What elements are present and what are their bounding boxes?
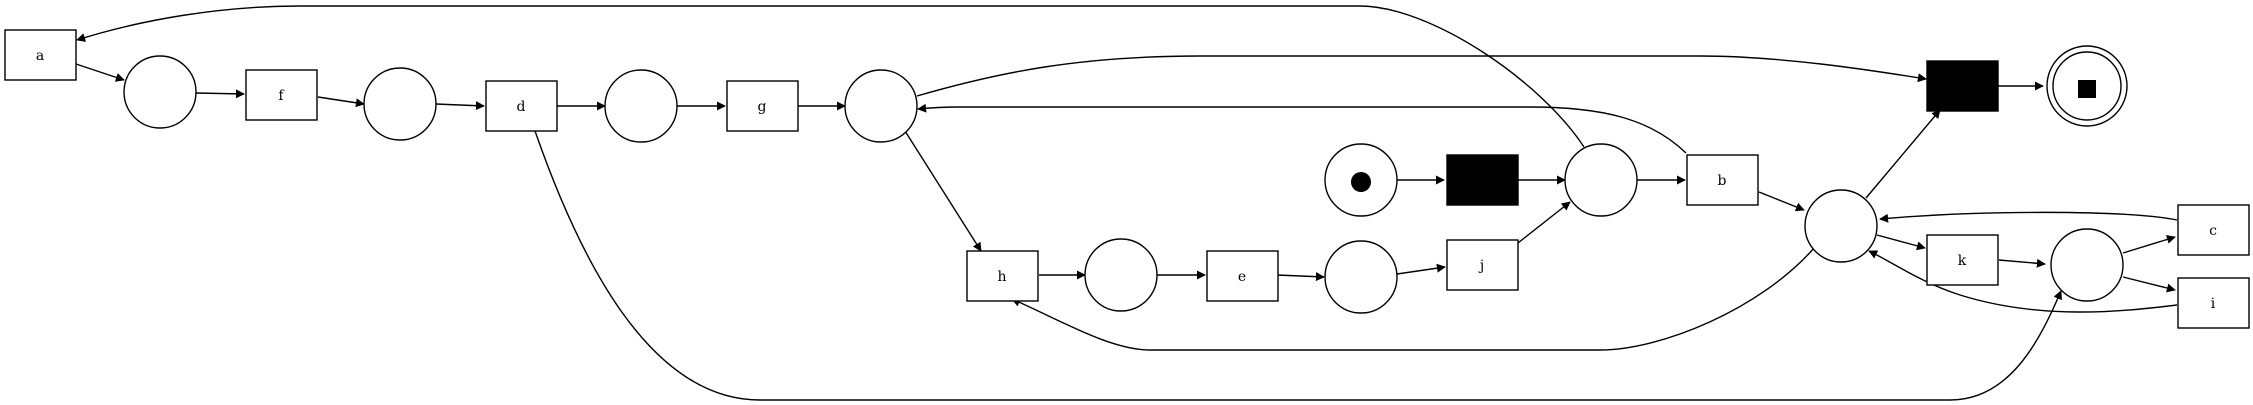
edge-c-p8 [1879, 211, 2178, 223]
silent-transition-start [1446, 154, 1519, 206]
stop-icon [2078, 80, 2096, 98]
place-7 [1564, 143, 1638, 217]
transition-a: a [4, 29, 77, 81]
transition-k-label: k [1958, 253, 1967, 269]
transition-j-label: j [1478, 258, 1484, 274]
edge-b-p4 [917, 103, 1687, 154]
place-6 [1324, 240, 1398, 314]
transition-d-label: d [517, 99, 526, 115]
transition-j: j [1446, 239, 1519, 291]
edge-b-p8 [1758, 191, 1805, 212]
edge-p1-f [195, 89, 245, 99]
transition-i: i [2177, 277, 2250, 329]
edge-e-p6 [1276, 272, 1325, 282]
edge-p2-d [435, 101, 485, 111]
transition-b: b [1686, 154, 1759, 206]
transition-e-label: e [1238, 269, 1246, 285]
edge-p8-k [1876, 234, 1926, 251]
transition-g-label: g [758, 99, 767, 115]
places [123, 45, 2128, 314]
edge-p9-c [2122, 235, 2176, 254]
edge-i-p8 [1868, 250, 2178, 313]
edge-p7-a [76, 5, 1585, 148]
transition-b-label: b [1718, 173, 1727, 189]
place-4 [844, 69, 918, 143]
edge-p4-h [904, 130, 982, 252]
transition-h: h [966, 250, 1039, 302]
transition-f: f [245, 69, 318, 121]
place-1 [123, 55, 197, 129]
edge-k-p9 [1998, 258, 2046, 268]
transitions: a f d g h e j b [4, 29, 2250, 329]
edge-a-p1 [75, 63, 125, 82]
token [1351, 172, 1371, 192]
transition-g: g [726, 80, 799, 132]
transition-e: e [1206, 250, 1279, 302]
transition-h-label: h [997, 269, 1006, 285]
transition-k: k [1926, 234, 1999, 286]
place-2 [363, 67, 437, 141]
place-5 [1084, 238, 1158, 312]
transition-d: d [485, 80, 558, 132]
edges [75, 5, 2178, 401]
place-9 [2050, 228, 2124, 302]
edge-p9-i [2122, 276, 2176, 293]
transition-i-label: i [2211, 296, 2216, 312]
edge-p6-j [1396, 263, 1446, 275]
edge-p4-silent-end [916, 55, 1927, 97]
transition-f-label: f [278, 88, 285, 104]
edge-p8-silent-end [1865, 109, 1941, 199]
edge-j-p7 [1517, 201, 1571, 244]
edge-p8-h [1011, 246, 1816, 351]
edge-d-p9 [534, 130, 2062, 401]
place-8 [1804, 189, 1878, 263]
transition-c-label: c [2209, 223, 2217, 239]
edge-f-p2 [317, 96, 365, 108]
place-3 [604, 69, 678, 143]
transition-c: c [2177, 204, 2250, 256]
transition-a-label: a [36, 48, 44, 64]
silent-transition-end [1926, 60, 1999, 112]
